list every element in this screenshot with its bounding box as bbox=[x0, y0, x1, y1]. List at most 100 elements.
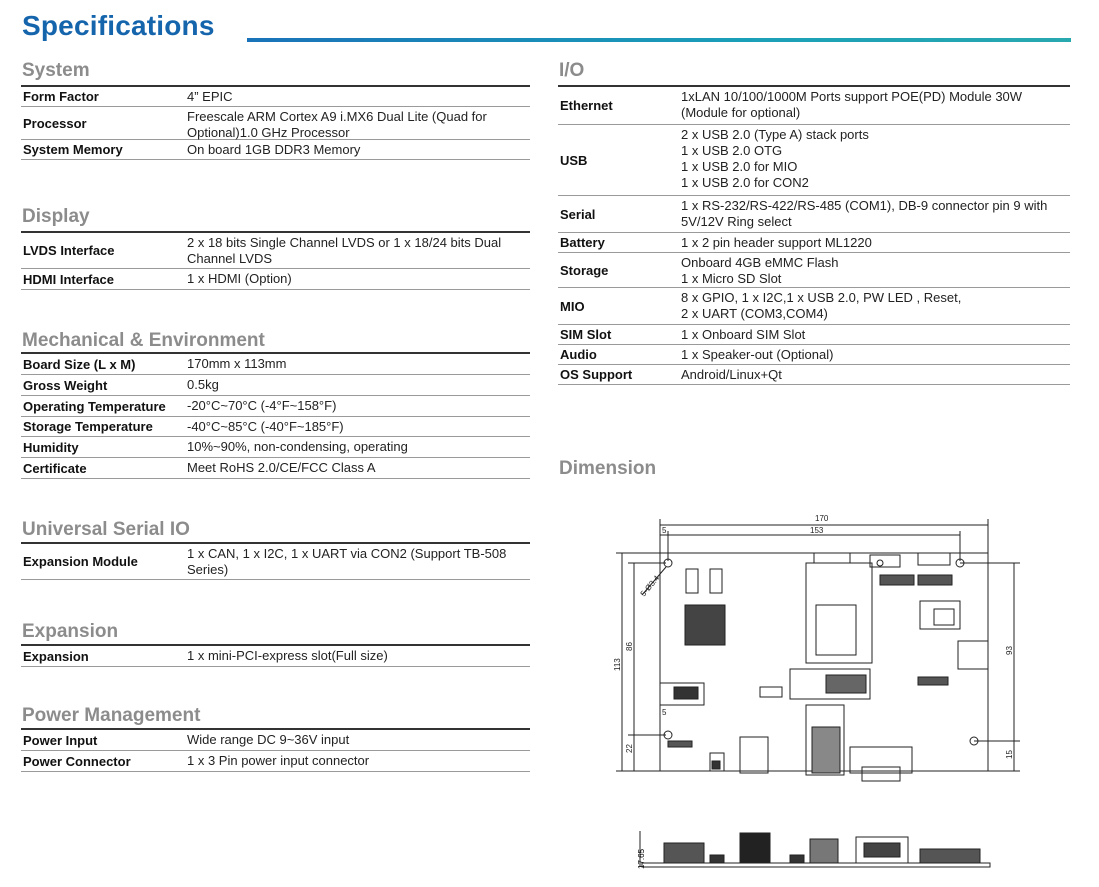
section-title-expansion: Expansion bbox=[22, 621, 119, 642]
spec-value: Freescale ARM Cortex A9 i.MX6 Dual Lite … bbox=[187, 109, 487, 140]
spec-label: MIO bbox=[560, 298, 585, 314]
spec-label: Processor bbox=[23, 115, 87, 131]
spec-value: Meet RoHS 2.0/CE/FCC Class A bbox=[187, 460, 376, 475]
spec-label: System Memory bbox=[23, 142, 123, 157]
spec-label: Certificate bbox=[23, 460, 87, 476]
spec-row: USB 2 x USB 2.0 (Type A) stack ports 1 x … bbox=[558, 125, 1070, 196]
spec-value: 4” EPIC bbox=[187, 89, 233, 104]
spec-value: Android/Linux+Qt bbox=[681, 367, 782, 382]
side-view-drawing: 17.65 bbox=[637, 831, 991, 869]
spec-label: Power Input bbox=[23, 732, 98, 748]
spec-label: Storage Temperature bbox=[23, 419, 153, 434]
spec-row: Power Connector 1 x 3 Pin power input con… bbox=[21, 751, 530, 772]
spec-row: Form Factor 4” EPIC bbox=[21, 87, 530, 107]
spec-label: Humidity bbox=[23, 439, 79, 455]
spec-label: SIM Slot bbox=[560, 327, 612, 342]
dim-153: 153 bbox=[810, 526, 824, 535]
section-title-system: System bbox=[22, 60, 90, 81]
spec-value: On board 1GB DDR3 Memory bbox=[187, 142, 361, 157]
dim-86: 86 bbox=[625, 642, 634, 651]
spec-label: Form Factor bbox=[23, 89, 99, 104]
spec-row: Certificate Meet RoHS 2.0/CE/FCC Class A bbox=[21, 458, 530, 479]
spec-label: Expansion Module bbox=[23, 554, 138, 569]
spec-row: Board Size (L x M) 170mm x 113mm bbox=[21, 354, 530, 375]
spec-value: 1 x mini-PCI-express slot(Full size) bbox=[187, 648, 388, 663]
spec-value: 1 x 3 Pin power input connector bbox=[187, 753, 370, 768]
spec-label: OS Support bbox=[560, 367, 633, 382]
spec-label: Storage bbox=[560, 262, 609, 278]
spec-row: System Memory On board 1GB DDR3 Memory bbox=[21, 140, 530, 160]
spec-value: -40°C~85°C (-40°F~185°F) bbox=[187, 419, 344, 434]
spec-row: Operating Temperature -20°C~70°C (-4°F~15… bbox=[21, 396, 530, 417]
spec-row: Storage Onboard 4GB eMMC Flash 1 x Micro … bbox=[558, 253, 1070, 288]
spec-label: Audio bbox=[560, 347, 597, 362]
spec-label: USB bbox=[560, 152, 588, 168]
section-title-dimension: Dimension bbox=[559, 458, 657, 479]
spec-value: Wide range DC 9~36V input bbox=[187, 732, 350, 747]
usio-table: Expansion Module 1 x CAN, 1 x I2C, 1 x UA… bbox=[21, 542, 530, 580]
spec-value: 1 x 2 pin header support ML1220 bbox=[681, 235, 872, 250]
spec-value: 1xLAN 10/100/1000M Ports support POE(PD)… bbox=[681, 89, 1023, 120]
spec-row: Serial 1 x RS-232/RS-422/RS-485 (COM1), D… bbox=[558, 196, 1070, 233]
section-title-mechanical: Mechanical & Environment bbox=[22, 330, 265, 351]
io-table: Ethernet 1xLAN 10/100/1000M Ports support… bbox=[558, 85, 1070, 385]
spec-label: Battery bbox=[560, 235, 605, 250]
dim-22: 22 bbox=[625, 744, 634, 753]
spec-row: Gross Weight 0.5kg bbox=[21, 375, 530, 396]
spec-label: LVDS Interface bbox=[23, 243, 115, 258]
spec-value: 1 x RS-232/RS-422/RS-485 (COM1), DB-9 co… bbox=[681, 198, 1048, 229]
dim-15: 15 bbox=[1005, 750, 1014, 759]
spec-row: Humidity 10%~90%, non-condensing, operati… bbox=[21, 437, 530, 458]
spec-row: Expansion 1 x mini-PCI-express slot(Full … bbox=[21, 646, 530, 667]
spec-value: 170mm x 113mm bbox=[187, 356, 287, 371]
dim-113: 113 bbox=[613, 658, 622, 671]
spec-value: 1 x Speaker-out (Optional) bbox=[681, 347, 834, 362]
dim-170: 170 bbox=[815, 514, 829, 523]
page-title: Specifications bbox=[22, 10, 215, 41]
spec-value: 1 x Onboard SIM Slot bbox=[681, 327, 806, 342]
spec-row: Storage Temperature -40°C~85°C (-40°F~185… bbox=[21, 417, 530, 437]
spec-label: Ethernet bbox=[560, 98, 613, 113]
spec-value: 1 x HDMI (Option) bbox=[187, 271, 292, 286]
spec-label: Gross Weight bbox=[23, 377, 108, 393]
expansion-table: Expansion 1 x mini-PCI-express slot(Full … bbox=[21, 644, 530, 667]
section-title-usio: Universal Serial IO bbox=[22, 519, 190, 540]
dim-17-65: 17.65 bbox=[637, 848, 646, 869]
spec-row: Power Input Wide range DC 9~36V input bbox=[21, 730, 530, 751]
spec-row: Ethernet 1xLAN 10/100/1000M Ports support… bbox=[558, 87, 1070, 125]
spec-row: HDMI Interface 1 x HDMI (Option) bbox=[21, 269, 530, 290]
spec-value: 1 x CAN, 1 x I2C, 1 x UART via CON2 (Sup… bbox=[187, 546, 507, 577]
spec-label: Board Size (L x M) bbox=[23, 356, 136, 372]
spec-value: 2 x USB 2.0 (Type A) stack ports 1 x USB… bbox=[681, 127, 869, 190]
spec-value: 8 x GPIO, 1 x I2C,1 x USB 2.0, PW LED , … bbox=[681, 290, 962, 321]
spec-label: HDMI Interface bbox=[23, 271, 115, 287]
section-title-io: I/O bbox=[559, 60, 585, 81]
dim-5-top: 5 bbox=[662, 526, 667, 535]
spec-value: 10%~90%, non-condensing, operating bbox=[187, 439, 408, 454]
system-table: Form Factor 4” EPIC Processor Freescale ARM… bbox=[21, 85, 530, 160]
spec-row: Expansion Module 1 x CAN, 1 x I2C, 1 x UA… bbox=[21, 544, 530, 580]
spec-value: 0.5kg bbox=[187, 377, 219, 392]
section-title-power: Power Management bbox=[22, 705, 201, 726]
spec-label: Expansion bbox=[23, 648, 89, 664]
dim-93: 93 bbox=[1005, 646, 1014, 655]
spec-label: Power Connector bbox=[23, 753, 131, 769]
spec-row: Battery 1 x 2 pin header support ML1220 bbox=[558, 233, 1070, 253]
spec-label: Operating Temperature bbox=[23, 398, 166, 414]
spec-value: Onboard 4GB eMMC Flash 1 x Micro SD Slot bbox=[681, 255, 839, 286]
spec-row: OS Support Android/Linux+Qt bbox=[558, 365, 1070, 385]
title-divider bbox=[247, 38, 1071, 42]
spec-row: LVDS Interface 2 x 18 bits Single Channel… bbox=[21, 233, 530, 269]
dimension-drawing: 170 153 5 5 113 86 22 93 15 5-Ø3.4 bbox=[613, 514, 1020, 782]
spec-row: Processor Freescale ARM Cortex A9 i.MX6 D… bbox=[21, 107, 530, 140]
spec-value: 2 x 18 bits Single Channel LVDS or 1 x 1… bbox=[187, 235, 502, 266]
spec-row: SIM Slot 1 x Onboard SIM Slot bbox=[558, 325, 1070, 345]
display-table: LVDS Interface 2 x 18 bits Single Channel… bbox=[21, 231, 530, 290]
spec-value: -20°C~70°C (-4°F~158°F) bbox=[187, 398, 337, 413]
section-title-display: Display bbox=[22, 206, 90, 227]
spec-label: Serial bbox=[560, 206, 596, 222]
dim-5-left: 5 bbox=[662, 708, 667, 717]
dim-hole: 5-Ø3.4 bbox=[639, 573, 662, 598]
